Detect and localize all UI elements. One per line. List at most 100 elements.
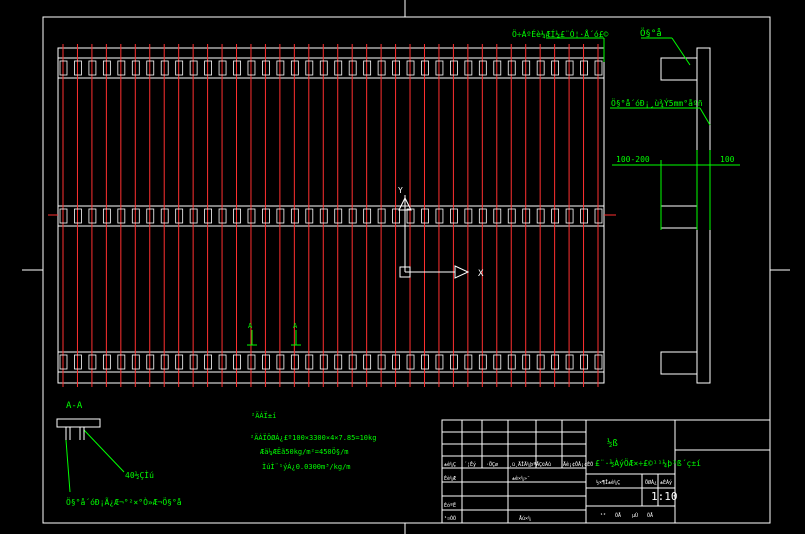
- bar-slot: [565, 60, 574, 76]
- bar-slot: [218, 60, 227, 76]
- bar-slot: [189, 354, 198, 370]
- bar-slot: [464, 60, 473, 76]
- bar-slot: [421, 354, 429, 370]
- bar-slot: [74, 208, 82, 224]
- bar-slot: [102, 60, 111, 76]
- bar-slot: [536, 354, 545, 370]
- bar-slot: [334, 60, 343, 76]
- bar-slot: [204, 208, 212, 224]
- bar-slot: [493, 354, 502, 370]
- tb-header-3: ¸ü¸ÄÎÄ¼þºÅ: [509, 461, 539, 468]
- bar-slot: [74, 354, 82, 370]
- bar-slot: [493, 60, 502, 76]
- bar-slot: [580, 354, 588, 370]
- crossbar-band-2: [57, 351, 605, 373]
- bar-slot: [363, 208, 372, 224]
- dimension-left-text: 100-200: [616, 155, 650, 164]
- tb-scale-label: ±ÈÀý: [660, 478, 672, 486]
- bar-slot: [189, 60, 198, 76]
- bar-slot: [175, 60, 184, 76]
- tb-stage-label: ½×¶Î±ê¼Ç: [596, 479, 620, 486]
- tb-sheet-label: ÕÅ: [615, 512, 621, 519]
- bar-slot: [421, 60, 429, 76]
- bar-slot: [262, 354, 270, 370]
- bar-slot: [175, 208, 184, 224]
- section-note-angle: 40½ÇÌú: [125, 469, 154, 480]
- bar-slot: [334, 354, 343, 370]
- bar-slot: [392, 354, 400, 370]
- bar-slot: [392, 208, 400, 224]
- bar-slot: [247, 354, 256, 370]
- dimension-right-text: 100: [720, 155, 735, 164]
- bar-slot: [435, 60, 444, 76]
- bar-slot: [536, 208, 545, 224]
- bar-slot: [551, 60, 560, 76]
- bar-slot: [450, 208, 458, 224]
- bar-slot: [160, 208, 169, 224]
- bar-slot: [507, 60, 516, 76]
- bar-slot: [204, 354, 212, 370]
- bar-slot: [377, 208, 386, 224]
- bar-slot: [290, 354, 299, 370]
- bar-slot: [262, 60, 270, 76]
- bar-slot: [233, 60, 241, 76]
- bar-slot: [464, 208, 473, 224]
- bar-slot: [406, 60, 415, 76]
- tb-weight-label: ÖØÁ¿: [645, 479, 657, 486]
- bar-slot: [478, 60, 487, 76]
- bar-slot: [117, 354, 126, 370]
- bar-slot: [59, 208, 68, 224]
- bar-slot: [189, 208, 198, 224]
- bar-slot: [348, 208, 357, 224]
- bar-slot: [406, 354, 415, 370]
- bar-slot: [580, 60, 588, 76]
- bar-slot: [319, 208, 328, 224]
- drawing-frame: [22, 0, 790, 534]
- bar-slot: [102, 208, 111, 224]
- bar-slot: [594, 208, 603, 224]
- tb-row-craft: ¹¤ÒÕ: [444, 515, 456, 522]
- bar-slot: [247, 208, 256, 224]
- bar-slot: [319, 60, 328, 76]
- bar-slot: [276, 60, 285, 76]
- bar-slot: [276, 208, 285, 224]
- bar-slot: [305, 354, 314, 370]
- bar-slot: [551, 354, 560, 370]
- title-block-main-title-2: £¨·½ÀýÖÆ×÷£©¹¹¼þ³ß´ç±í: [595, 457, 701, 468]
- notes-line-2: Æä¼ÆËã50kg/m²=450Ö§/m: [260, 447, 349, 456]
- bar-slot: [305, 208, 314, 224]
- notes-line-3: ÌúÍ¨¹ýÁ¿0.0300m³/kg/m: [262, 462, 351, 471]
- section-title: A-A: [66, 401, 83, 411]
- section-cut-marks: [247, 330, 301, 346]
- bar-slot: [334, 208, 343, 224]
- bar-slot: [565, 208, 574, 224]
- bar-slot: [319, 354, 328, 370]
- bar-slot: [160, 60, 169, 76]
- ucs-x-label: X: [478, 269, 484, 279]
- section-a-a-detail: [56, 418, 101, 440]
- bar-slot: [262, 208, 270, 224]
- bar-slot: [117, 208, 126, 224]
- bar-slot: [88, 354, 97, 370]
- bar-slot: [175, 354, 184, 370]
- bar-slot: [507, 208, 516, 224]
- bar-slot: [146, 208, 155, 224]
- bar-slot: [59, 60, 68, 76]
- bar-slot: [102, 354, 111, 370]
- bar-slot: [88, 60, 97, 76]
- bar-slot: [233, 208, 241, 224]
- bar-slot: [594, 354, 603, 370]
- side-view-note: Ö§°å´óÐ¡¸ù¾Ý5mm°åºñ: [611, 97, 703, 108]
- bar-slot: [348, 60, 357, 76]
- bar-slot: [160, 354, 169, 370]
- bar-slot: [551, 208, 560, 224]
- bar-slot: [276, 354, 285, 370]
- bar-slot: [218, 208, 227, 224]
- tb-sheet-of: ÕÅ: [647, 512, 653, 519]
- bar-slot: [493, 208, 502, 224]
- bar-slot: [435, 208, 444, 224]
- bar-slot: [146, 60, 155, 76]
- bar-slot: [146, 354, 155, 370]
- bar-slot: [74, 60, 82, 76]
